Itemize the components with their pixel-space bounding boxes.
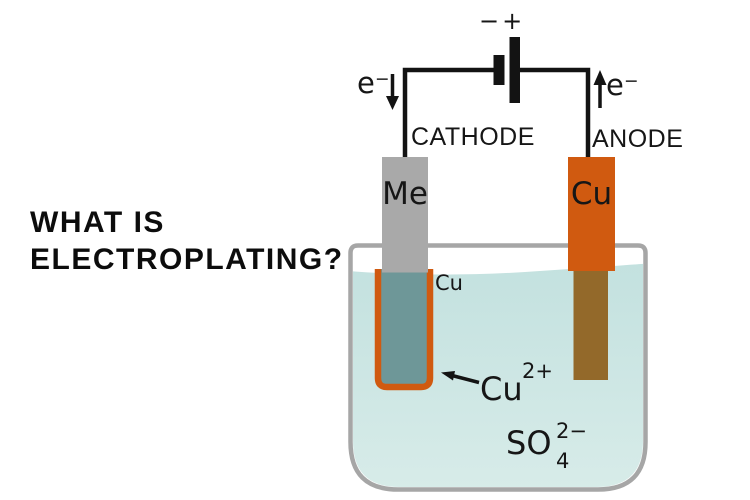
- cathode-label: CATHODE: [411, 123, 535, 151]
- anode-electrode: [568, 157, 615, 271]
- copper-deposit-label: Cu: [435, 271, 463, 295]
- copper-ion-label: Cu: [480, 370, 523, 408]
- sulfate-ion-label: SO: [506, 424, 552, 462]
- anode-submerged-part: [573, 270, 608, 380]
- electron-charge: −: [374, 69, 390, 90]
- title-line-1: WHAT IS: [30, 206, 165, 239]
- copper-ion-charge: 2+: [522, 359, 553, 383]
- battery-polarity-label: −+: [479, 7, 526, 35]
- electron-symbol: e: [357, 66, 375, 100]
- electron-flow-up-arrow-icon: [593, 70, 607, 108]
- electron-flow-down-arrow-icon: [386, 74, 399, 110]
- electron-label-left: e−: [357, 69, 389, 98]
- sulfate-ion-charge: 2−: [556, 419, 587, 443]
- battery-positive-plate: [509, 37, 520, 103]
- battery-negative-plate: [493, 55, 505, 85]
- copper-plating-shell: [374, 269, 434, 391]
- copper-ion-arrow-icon: [441, 371, 480, 385]
- anode-material-label: Cu: [570, 176, 613, 212]
- beaker: [348, 243, 648, 492]
- sulfate-ion-subscript: 4: [556, 449, 570, 473]
- title-line-2: ELECTROPLATING?: [30, 243, 344, 276]
- cathode-electrode: [382, 157, 428, 273]
- electron-symbol: e: [606, 68, 624, 102]
- anode-label: ANODE: [592, 125, 684, 153]
- electron-charge: −: [623, 71, 639, 92]
- electron-label-right: e−: [606, 71, 638, 100]
- cathode-material-label: Me: [382, 176, 428, 212]
- page-title: WHAT IS ELECTROPLATING?: [30, 204, 344, 278]
- circuit-wires: [402, 67, 591, 157]
